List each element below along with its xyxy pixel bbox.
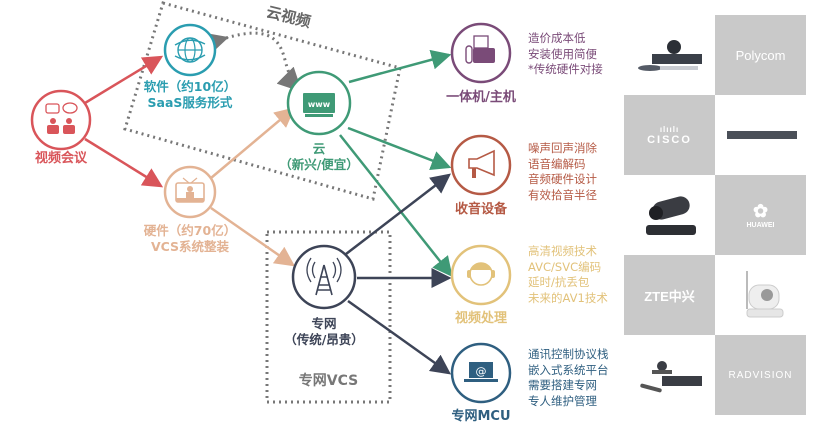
- desc-line: *传统硬件对接: [528, 62, 603, 76]
- codec-kit-icon: [639, 361, 702, 393]
- huawei-petal-icon: ✿: [752, 201, 769, 221]
- svg-text:www: www: [308, 100, 331, 109]
- desc-line: 未来的AV1技术: [528, 290, 608, 305]
- desc-video: 高清视频技术 AVC/SVC编码 延时/抗丢包 未来的AV1技术: [528, 244, 608, 306]
- headset-person-icon: [450, 244, 512, 306]
- private-vcs-group-border: [265, 230, 392, 404]
- hardware-label: 硬件（约70亿） VCS系统整装: [130, 223, 250, 254]
- laptop-at-icon: @: [450, 342, 512, 404]
- target-label-audio: 收音设备: [454, 202, 507, 217]
- private-label: 专网 （传统/昂贵）: [264, 316, 384, 347]
- brand-zte: ZTE中兴: [624, 255, 715, 335]
- brand-radvision: RADVISION: [715, 335, 806, 415]
- hardware-label-line2: VCS系统整装: [150, 238, 230, 254]
- video-codec-device-icon: [637, 40, 702, 71]
- people-chat-icon: [30, 89, 92, 151]
- brand-logo-text: Polycom: [735, 47, 786, 63]
- brand-logo-text: RADVISION: [728, 369, 793, 381]
- private-vcs-title: 专网VCS: [298, 373, 359, 389]
- desc-line: 安装使用简便: [528, 46, 597, 61]
- desc-mcu: 通讯控制协议栈 嵌入式系统平台 需要搭建专网 专人维护管理: [528, 347, 609, 409]
- product-cisco: [715, 95, 806, 175]
- wifi-camera-icon: [745, 271, 783, 318]
- rack-server-icon: [726, 131, 797, 139]
- desc-audio: 噪声回声消除 语音编解码 音频硬件设计 有效拾音半径: [528, 141, 597, 203]
- software-label-line2: SaaS服务形式: [147, 94, 233, 110]
- desc-allinone: 造价成本低 安装使用简便 *传统硬件对接: [528, 31, 603, 78]
- product-radvision: [624, 335, 715, 415]
- antenna-tower-icon: [291, 244, 357, 310]
- desc-line: 嵌入式系统平台: [528, 362, 609, 377]
- product-zte: [715, 255, 806, 335]
- desc-line: 专人维护管理: [528, 393, 597, 408]
- brand-huawei: ✿ HUAWEI: [715, 175, 806, 255]
- www-monitor-icon: www: [286, 70, 352, 136]
- product-polycom: [624, 15, 715, 95]
- desc-line: 有效拾音半径: [528, 187, 597, 202]
- target-label-video: 视频处理: [454, 311, 507, 326]
- desc-line: AVC/SVC编码: [528, 259, 602, 274]
- desc-line: 语音编解码: [528, 156, 586, 171]
- desc-line: 噪声回声消除: [528, 141, 597, 155]
- desc-line: 延时/抗丢包: [528, 275, 590, 289]
- product-huawei: [624, 175, 715, 255]
- private-label-line1: 专网: [311, 316, 337, 331]
- software-label-line1: 软件（约10亿）: [143, 79, 237, 94]
- cloud-video-group-border: [123, 1, 402, 201]
- cisco-bars-icon: ılıılı: [659, 124, 680, 134]
- desc-line: 通讯控制协议栈: [528, 347, 609, 361]
- software-cloud-link: [202, 31, 303, 93]
- target-label-allinone: 一体机/主机: [446, 90, 516, 105]
- desc-line: 需要搭建专网: [528, 378, 597, 392]
- svg-text:@: @: [476, 365, 487, 378]
- private-label-line2: （传统/昂贵）: [284, 331, 364, 347]
- brand-logo-text: HUAWEI: [746, 222, 775, 229]
- desc-line: 造价成本低: [528, 31, 586, 45]
- hardware-label-line1: 硬件（约70亿）: [143, 223, 237, 238]
- brand-cisco: ılıılı CISCO: [624, 95, 715, 175]
- cloud-label-line1: 云: [312, 141, 326, 156]
- root-label: 视频会议: [34, 151, 87, 166]
- desc-line: 高清视频技术: [528, 244, 597, 258]
- brand-logo-text: CISCO: [647, 133, 692, 146]
- megaphone-icon: [450, 134, 512, 196]
- software-label: 软件（约10亿） SaaS服务形式: [130, 79, 250, 110]
- brand-polycom: Polycom: [715, 15, 806, 95]
- tv-presenter-icon: [163, 165, 217, 219]
- target-label-mcu: 专网MCU: [451, 409, 511, 424]
- desc-line: 音频硬件设计: [528, 172, 597, 186]
- cloud-label: 云 （新兴/便宜）: [259, 141, 379, 172]
- fax-machine-icon: [450, 22, 512, 84]
- brand-logo-text: ZTE中兴: [644, 288, 695, 304]
- ptz-camera-icon: [645, 196, 696, 235]
- globe-icon: [163, 23, 217, 77]
- cloud-label-line2: （新兴/便宜）: [279, 156, 359, 172]
